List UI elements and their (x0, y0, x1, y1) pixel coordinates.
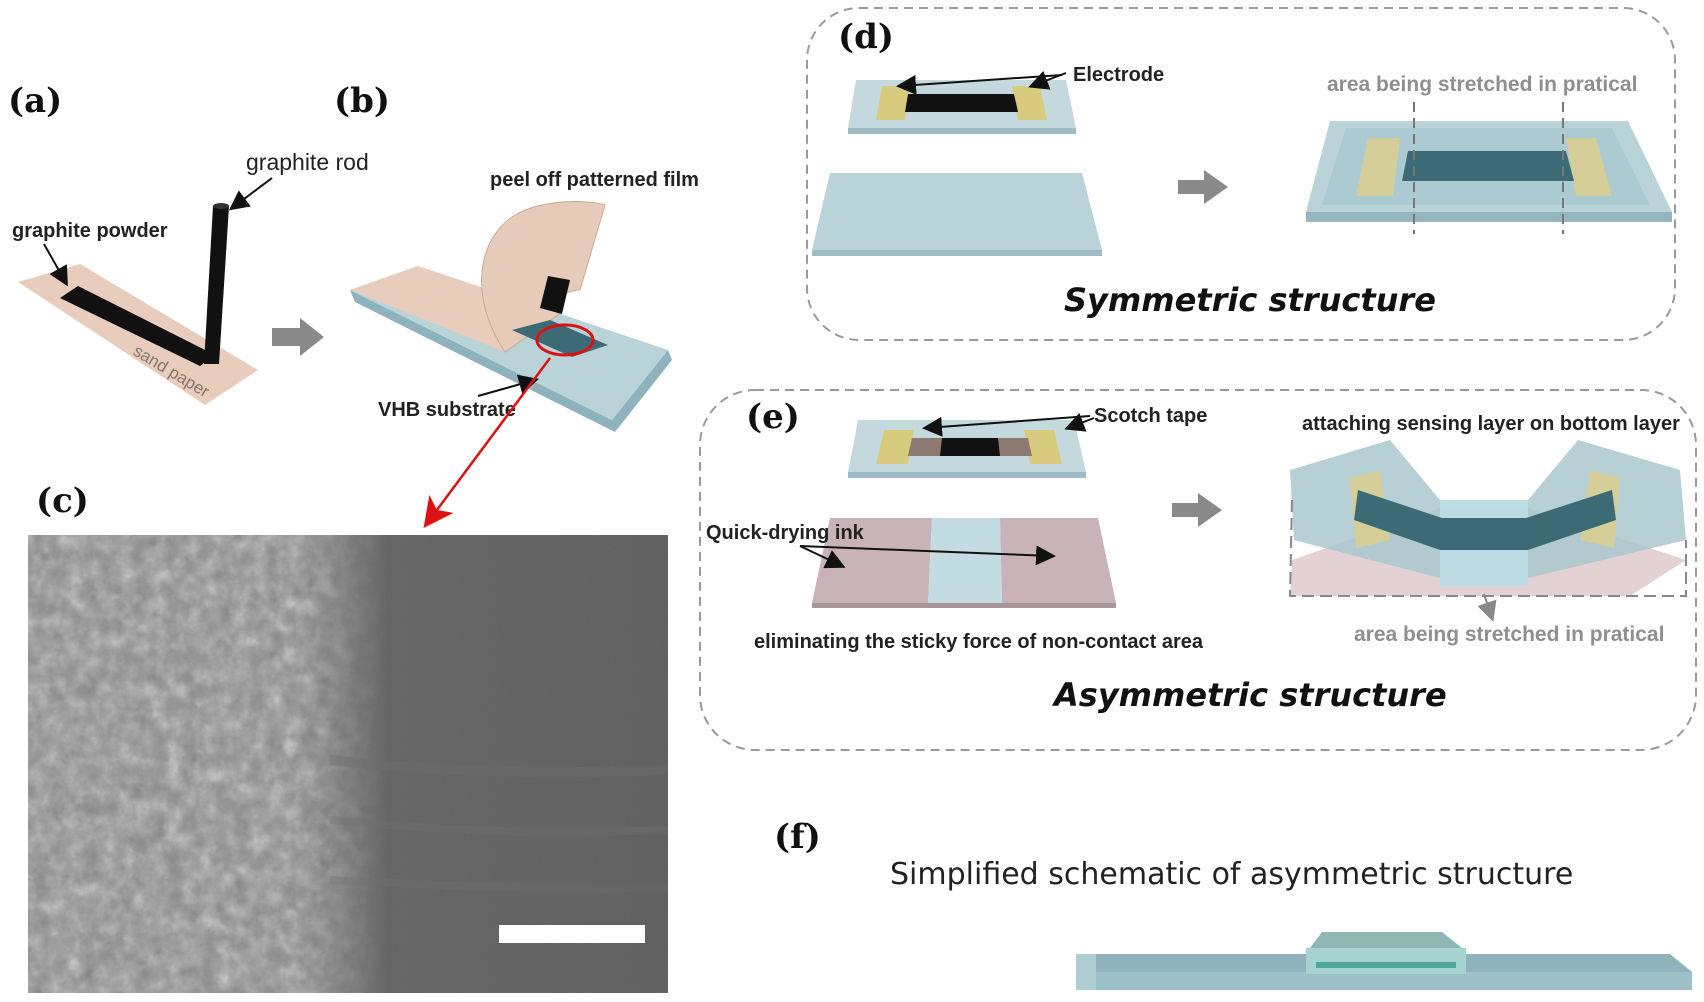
electrode-right-assembled (1566, 138, 1612, 196)
electrode-left-e (876, 430, 914, 464)
sensing-strip-d (1402, 151, 1574, 181)
eliminating-label: eliminating the sticky force of non-cont… (754, 631, 1204, 653)
panel-a: (a) sand paper graphite rod graphite pow… (8, 81, 369, 405)
panel-b: (b) peel off patterned film VHB substrat… (334, 81, 699, 529)
attaching-label: attaching sensing layer on bottom layer (1302, 413, 1680, 435)
f-sensing-layer (1316, 962, 1456, 968)
graphite-powder-arrow (43, 243, 68, 287)
panel-a-label: (a) (8, 81, 62, 121)
panel-f-title: Simplified schematic of asymmetric struc… (890, 857, 1573, 892)
ink-arrow-left (799, 545, 846, 569)
panel-c-label: (c) (36, 481, 89, 521)
graphite-powder-stripe (60, 286, 215, 366)
graphite-powder-label: graphite powder (12, 220, 168, 242)
peel-off-label: peel off patterned film (490, 169, 699, 191)
scotch-arrow-left (922, 415, 1091, 437)
bottom-layer-ink-right (1000, 518, 1116, 603)
stretched-label-e: area being stretched in pratical (1354, 623, 1664, 646)
graphite-strip-e (940, 438, 1000, 456)
panel-f: (f) Simplified schematic of asymmetric s… (774, 817, 1692, 990)
f-top-layer (1310, 932, 1462, 948)
scale-bar (499, 925, 645, 943)
ink-arrow-right (799, 545, 1056, 566)
quick-drying-ink-label: Quick-drying ink (706, 522, 865, 544)
highlight-circle (535, 323, 595, 357)
vhb-substrate-arrow (477, 374, 539, 397)
graphite-rod-tip (213, 203, 229, 209)
f-top-layer-body (1306, 948, 1466, 974)
panel-d: (d) Electrode area being stretched in pr… (806, 7, 1676, 341)
panel-d-frame (806, 7, 1676, 341)
panel-f-label: (f) (774, 817, 821, 857)
bottom-layer-clear (928, 518, 1002, 603)
step-arrow-d (1178, 170, 1228, 204)
vhb-substrate-label: VHB substrate (378, 399, 516, 421)
graphite-rod-label: graphite rod (246, 149, 369, 175)
graphite-rod (204, 206, 229, 364)
symmetric-caption: Symmetric structure (1064, 281, 1436, 319)
bottom-layer-d (812, 173, 1102, 250)
patterned-graphite (512, 320, 608, 357)
panel-e-frame (699, 389, 1697, 751)
stretched-label-d: area being stretched in pratical (1327, 73, 1637, 96)
asymmetric-caption: Asymmetric structure (1051, 676, 1447, 714)
electrode-right (1012, 86, 1047, 120)
step-arrow-e (1172, 493, 1222, 527)
panel-e: (e) Scotch tape Quick-drying ink elimina… (699, 389, 1697, 751)
film-pattern-window (540, 276, 570, 314)
panel-b-label: (b) (334, 81, 390, 121)
panel-e-label: (e) (746, 397, 800, 437)
stretch-pointer-e (1477, 593, 1497, 622)
graphite-rod-arrow (228, 177, 273, 211)
panel-d-label: (d) (838, 17, 894, 57)
sem-image (28, 535, 668, 993)
bottom-layer-ink-left (812, 518, 932, 603)
graphite-strip-d (905, 94, 1018, 112)
electrode-arrow-right (1028, 70, 1067, 90)
scotch-arrow-right (1064, 412, 1095, 432)
scotch-tape-label: Scotch tape (1094, 405, 1207, 427)
electrode-right-e (1024, 430, 1062, 464)
zoom-arrow (423, 357, 552, 529)
electrode-left-assembled (1356, 138, 1400, 196)
sensing-strip-bent (1354, 490, 1616, 550)
panel-c: (c) (28, 481, 668, 993)
step-arrow-a-b (272, 318, 324, 356)
bent-dashed-outline (1288, 499, 1687, 597)
electrode-label: Electrode (1073, 64, 1164, 86)
